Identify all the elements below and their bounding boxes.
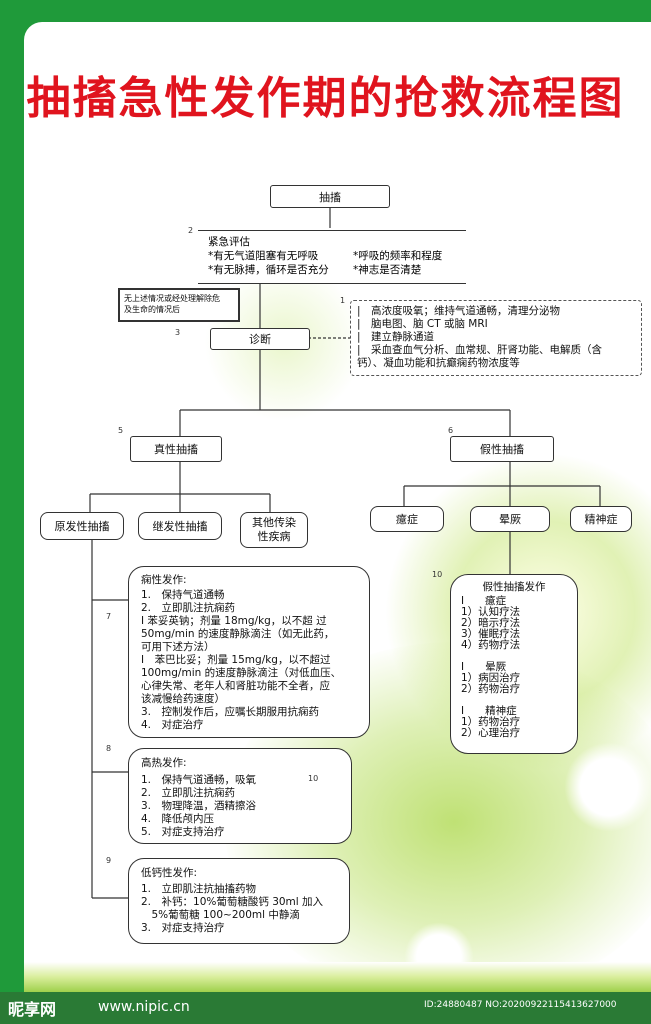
pseudo-line-11: Ⅰ 精神症	[461, 705, 517, 717]
node-other-line-1: 其他传染	[252, 516, 296, 529]
step-number-7: 7	[106, 612, 112, 621]
fever-line-3: 3. 物理降温，酒精擦浴	[141, 800, 257, 812]
node-syncope: 晕厥	[470, 506, 550, 532]
node-hysteria-label: 癔症	[396, 513, 418, 526]
epilepsy-line-6: Ⅰ 苯巴比妥；剂量 15mg/kg，以不超过	[141, 654, 331, 666]
pseudo-line-8: 1）病因治疗	[461, 672, 521, 684]
fever-title: 高热发作:	[141, 757, 187, 769]
footer-image-id: ID:24880487 NO:20200922115413627000	[424, 1000, 617, 1010]
footer-site-link[interactable]: www.nipic.cn	[98, 999, 190, 1015]
node-epilepsy: 痫性发作: 1. 保持气道通畅 2. 立即肌注抗痫药 Ⅰ 苯妥英钠；剂量 18m…	[128, 566, 370, 738]
exam-line-2: | 脑电图、脑 CT 或脑 MRI	[357, 318, 488, 330]
pseudo-line-5: 4）药物疗法	[461, 639, 521, 651]
pseudo-line-9: 2）药物治疗	[461, 683, 521, 695]
fever-line-4: 4. 降低颅内压	[141, 813, 215, 825]
calcium-line-2: 2. 补钙：10%葡萄糖酸钙 30ml 加入	[141, 896, 324, 908]
pseudo-line-7: Ⅰ 晕厥	[461, 661, 507, 673]
node-other: 其他传染 性疾病	[240, 512, 308, 548]
node-pseudo: 假性抽搐发作 Ⅰ 癔症 1）认知疗法 2）暗示疗法 3）催眠疗法 4）药物疗法 …	[450, 574, 578, 754]
footer-bar	[0, 992, 651, 1024]
node-psych-label: 精神症	[584, 513, 618, 526]
node-true-seizure: 真性抽搐	[130, 436, 222, 462]
calcium-line-1: 1. 立即肌注抗抽搐药物	[141, 883, 257, 895]
exam-line-3: | 建立静脉通道	[357, 331, 435, 343]
node-calcium: 低钙性发作: 1. 立即肌注抗抽搐药物 2. 补钙：10%葡萄糖酸钙 30ml …	[128, 858, 350, 944]
step-number-8: 8	[106, 744, 112, 753]
background-flower-center	[564, 742, 651, 832]
exam-line-4: | 采血查血气分析、血常规、肝肾功能、电解质（含	[357, 344, 603, 356]
assess-line-1: *有无气道阻塞有无呼吸	[208, 250, 319, 262]
node-false-seizure: 假性抽搐	[450, 436, 554, 462]
epilepsy-line-7: 100mg/min 的速度静脉滴注（对低血压、	[141, 667, 342, 679]
fever-line-2: 2. 立即肌注抗痫药	[141, 787, 236, 799]
assess-line-2: *呼吸的频率和程度	[353, 250, 443, 262]
node-secondary: 继发性抽搐	[138, 512, 222, 540]
footer-logo: 昵享网	[8, 1000, 57, 1019]
epilepsy-line-10: 3. 控制发作后，应嘱长期服用抗痫药	[141, 706, 320, 718]
step-number-10-right: 10	[432, 570, 443, 579]
pseudo-line-2: 1）认知疗法	[461, 606, 521, 618]
step-number-5: 5	[118, 426, 124, 435]
step-number-6: 6	[448, 426, 454, 435]
pseudo-line-13: 2）心理治疗	[461, 727, 521, 739]
calcium-line-4: 3. 对症支持治疗	[141, 922, 225, 934]
node-start: 抽搐	[270, 185, 390, 208]
node-primary-label: 原发性抽搐	[54, 520, 110, 533]
node-true-seizure-label: 真性抽搐	[154, 443, 198, 456]
pseudo-line-12: 1）药物治疗	[461, 716, 521, 728]
node-note: 无上述情况或经处理解除危 及生命的情况后	[118, 288, 240, 322]
fever-line-5: 5. 对症支持治疗	[141, 826, 225, 838]
calcium-line-3: 5%葡萄糖 100~200ml 中静滴	[141, 909, 300, 921]
calcium-title: 低钙性发作:	[141, 867, 198, 879]
node-start-label: 抽搐	[319, 190, 341, 204]
step-number-10-left: 10	[308, 774, 319, 783]
epilepsy-line-2: 2. 立即肌注抗痫药	[141, 602, 236, 614]
assess-line-3: *有无脉搏，循环是否充分	[208, 264, 329, 276]
node-psych: 精神症	[570, 506, 632, 532]
note-line-2: 及生命的情况后	[124, 305, 180, 314]
node-assess: 紧急评估 *有无气道阻塞有无呼吸 *呼吸的频率和程度 *有无脉搏，循环是否充分 …	[198, 230, 466, 284]
exam-line-5: 钙）、凝血功能和抗癫痫药物浓度等	[357, 357, 520, 369]
node-diagnosis-label: 诊断	[249, 333, 271, 346]
page-title: 抽搐急性发作期的抢救流程图	[26, 73, 625, 124]
grass-strip	[24, 962, 651, 992]
exam-line-1: | 高浓度吸氧；维持气道通畅，清理分泌物	[357, 305, 561, 317]
node-hysteria: 癔症	[370, 506, 444, 532]
node-exam: | 高浓度吸氧；维持气道通畅，清理分泌物 | 脑电图、脑 CT 或脑 MRI |…	[350, 300, 642, 376]
step-number-1: 1	[340, 296, 346, 305]
epilepsy-line-5: 可用下述方法）	[141, 641, 215, 653]
fever-line-1: 1. 保持气道通畅，吸氧	[141, 774, 257, 786]
pseudo-line-1: Ⅰ 癔症	[461, 595, 507, 607]
epilepsy-line-1: 1. 保持气道通畅	[141, 589, 225, 601]
epilepsy-title: 痫性发作:	[141, 574, 187, 586]
note-line-1: 无上述情况或经处理解除危	[124, 294, 220, 303]
step-number-9: 9	[106, 856, 112, 865]
pseudo-line-4: 3）催眠疗法	[461, 628, 521, 640]
node-diagnosis: 诊断	[210, 328, 310, 350]
node-syncope-label: 晕厥	[499, 513, 521, 526]
epilepsy-line-9: 该减慢给药速度）	[141, 693, 225, 705]
node-other-line-2: 性疾病	[257, 530, 291, 543]
pseudo-title: 假性抽搐发作	[482, 581, 546, 593]
node-assess-title: 紧急评估	[208, 236, 250, 248]
epilepsy-line-4: 50mg/min 的速度静脉滴注（如无此药，	[141, 628, 335, 640]
pseudo-line-3: 2）暗示疗法	[461, 617, 521, 629]
assess-line-4: *神志是否清楚	[353, 264, 422, 276]
step-number-2: 2	[188, 226, 194, 235]
epilepsy-line-3: Ⅰ 苯妥英钠；剂量 18mg/kg，以不超 过	[141, 615, 327, 627]
step-number-3: 3	[175, 328, 181, 337]
epilepsy-line-11: 4. 对症治疗	[141, 719, 204, 731]
node-false-seizure-label: 假性抽搐	[480, 443, 524, 456]
node-secondary-label: 继发性抽搐	[152, 520, 208, 533]
epilepsy-line-8: 心律失常、老年人和肾脏功能不全者，应	[141, 680, 330, 692]
node-primary: 原发性抽搐	[40, 512, 124, 540]
node-fever: 高热发作: 1. 保持气道通畅，吸氧 2. 立即肌注抗痫药 3. 物理降温，酒精…	[128, 748, 352, 844]
